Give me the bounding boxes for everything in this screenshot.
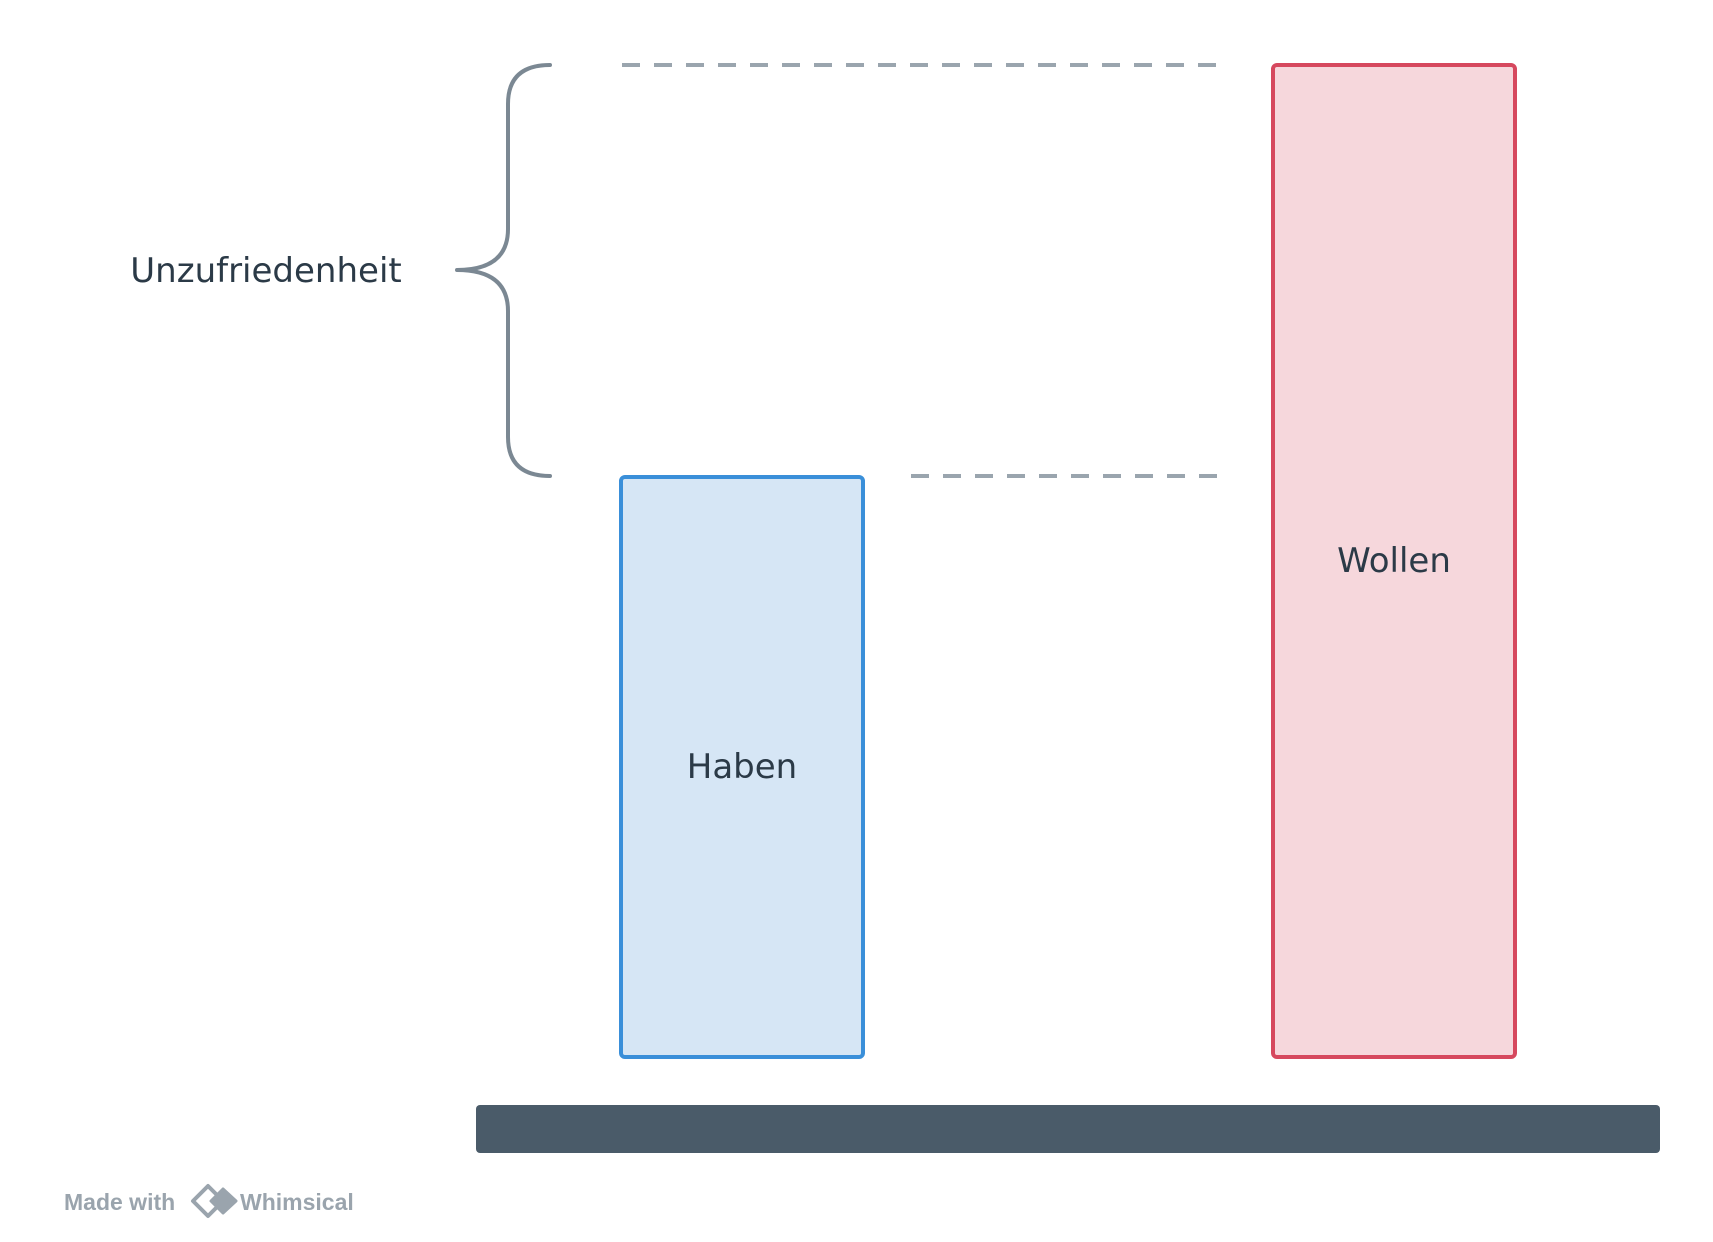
brace-label: Unzufriedenheit bbox=[130, 251, 401, 291]
made-with-whimsical-badge[interactable]: Made with Whimsical bbox=[64, 1184, 354, 1218]
whimsical-brand-text: Whimsical bbox=[240, 1189, 354, 1215]
want-box-label: Wollen bbox=[1337, 541, 1451, 581]
baseline-bar bbox=[476, 1105, 1660, 1153]
curly-brace bbox=[455, 63, 552, 478]
whimsical-logo-icon bbox=[191, 1184, 238, 1218]
made-with-text: Made with bbox=[64, 1189, 175, 1215]
want-box bbox=[1271, 63, 1517, 1059]
have-box bbox=[619, 475, 865, 1059]
have-box-label: Haben bbox=[687, 747, 797, 787]
